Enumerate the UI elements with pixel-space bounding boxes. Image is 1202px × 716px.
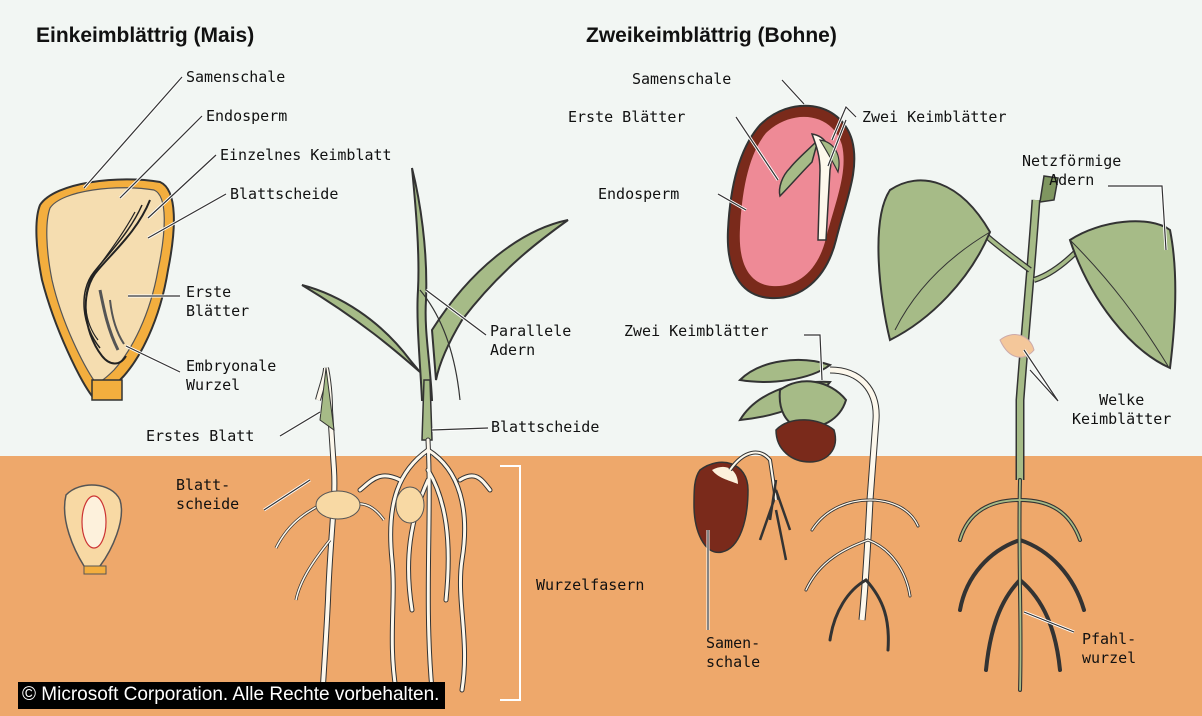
label-line: Wurzel [186, 376, 276, 395]
monocot-heading: Einkeimblättrig (Mais) [36, 24, 254, 48]
label-line: Blatt- [176, 476, 239, 495]
label-line: Erste [186, 283, 249, 302]
label-line: Pfahl- [1082, 630, 1136, 649]
label-corn-plant-sheath: Blattscheide [491, 418, 599, 437]
dicot-heading: Zweikeimblättrig (Bohne) [586, 24, 837, 48]
label-corn-endosperm: Endosperm [206, 107, 287, 126]
label-fibrous-roots: Wurzelfasern [536, 576, 644, 595]
label-line: Samen- [706, 634, 760, 653]
label-corn-first-leaves: Erste Blätter [186, 283, 249, 321]
label-line: Keimblätter [1072, 410, 1171, 429]
label-wilted-cotyledons: Welke Keimblätter [1072, 391, 1171, 429]
label-line: Blätter [186, 302, 249, 321]
label-line: Welke [1072, 391, 1171, 410]
label-line: Parallele [490, 322, 571, 341]
label-line: Adern [490, 341, 571, 360]
label-two-cotyledons: Zwei Keimblätter [862, 108, 1007, 127]
label-embryonic-root: Embryonale Wurzel [186, 357, 276, 395]
label-bean-endosperm: Endosperm [598, 185, 679, 204]
label-line: Embryonale [186, 357, 276, 376]
label-line: wurzel [1082, 649, 1136, 668]
label-corn-seed-coat: Samenschale [186, 68, 285, 87]
label-line: scheide [176, 495, 239, 514]
copyright-notice: © Microsoft Corporation. Alle Rechte vor… [18, 682, 445, 709]
label-taproot: Pfahl- wurzel [1082, 630, 1136, 668]
label-line: schale [706, 653, 760, 672]
label-line: Netzförmige [1022, 152, 1121, 171]
label-bean-seed-coat: Samenschale [632, 70, 731, 89]
label-line: Adern [1022, 171, 1121, 190]
label-single-cotyledon: Einzelnes Keimblatt [220, 146, 392, 165]
label-bean-first-leaves: Erste Blätter [568, 108, 685, 127]
label-bean-seed-coat-soil: Samen- schale [706, 634, 760, 672]
label-two-cotyledons-seedling: Zwei Keimblätter [624, 322, 769, 341]
label-net-veins: Netzförmige Adern [1022, 152, 1121, 190]
label-corn-seed-sheath: Blattscheide [230, 185, 338, 204]
label-parallel-veins: Parallele Adern [490, 322, 571, 360]
label-seedling-sheath: Blatt- scheide [176, 476, 239, 514]
label-first-leaf: Erstes Blatt [146, 427, 254, 446]
